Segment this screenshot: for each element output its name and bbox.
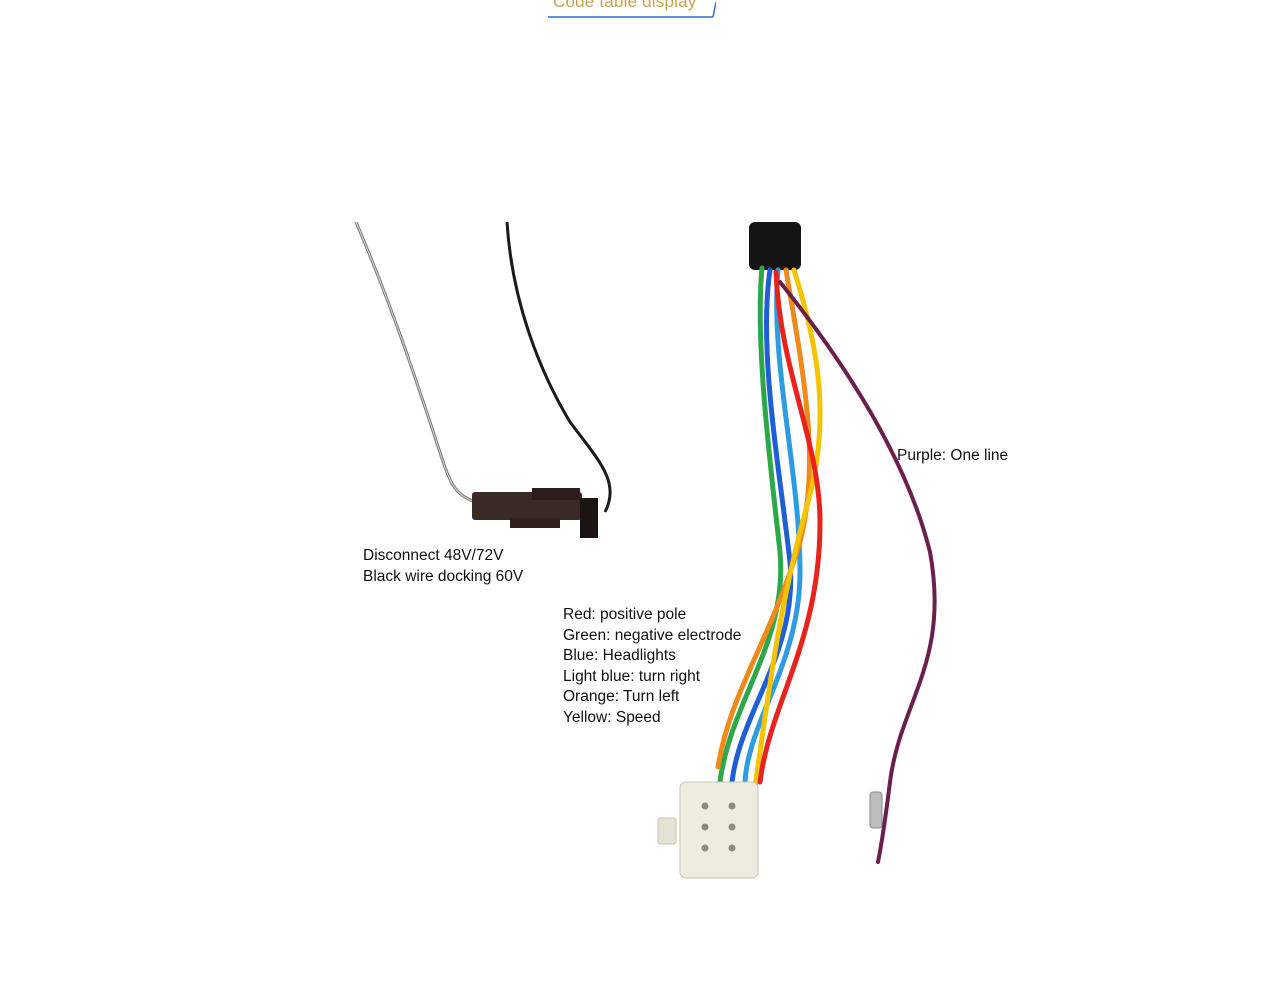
purple-annotation: Purple: One line (897, 447, 1009, 464)
harness-sheath (749, 222, 801, 270)
voltage-annotation: Disconnect 48V/72V Black wire docking 60… (363, 546, 523, 587)
header-tab-underline (548, 1, 716, 18)
harness-wires (715, 265, 937, 864)
wire-color-legend: Red: positive pole Green: negative elect… (563, 605, 741, 728)
purple-terminal (869, 791, 883, 829)
legend-orange: Orange: Turn left (563, 688, 680, 705)
six-pin-connector (657, 781, 759, 879)
legend-blue: Blue: Headlights (563, 647, 676, 664)
voltage-connector (472, 488, 598, 538)
legend-yellow: Yellow: Speed (563, 708, 661, 726)
wiring-harness-illustration (354, 222, 937, 879)
legend-red: Red: positive pole (563, 606, 687, 623)
voltage-annotation-line: Black wire docking 60V (363, 567, 524, 585)
header-tab[interactable]: Code table display (548, 0, 716, 18)
header-title: Code table display (553, 0, 697, 11)
voltage-connector-wires (354, 222, 612, 513)
legend-light-blue: Light blue: turn right (563, 667, 701, 685)
voltage-annotation-line: Disconnect 48V/72V (363, 547, 504, 564)
legend-green: Green: negative electrode (563, 626, 742, 644)
